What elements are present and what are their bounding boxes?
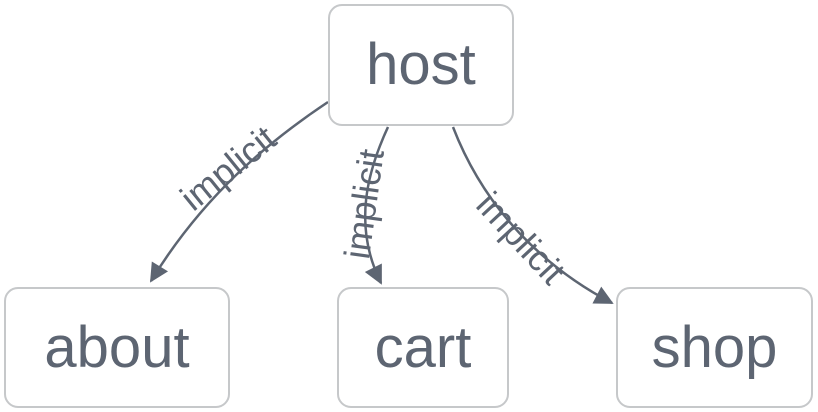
edge-host-shop bbox=[451, 126, 614, 305]
node-shop-label: shop bbox=[651, 314, 778, 380]
edge-label-host-cart: implicit bbox=[336, 147, 392, 262]
edge-label-host-about: implicit bbox=[172, 117, 283, 218]
node-shop: shop bbox=[616, 287, 813, 408]
node-host-label: host bbox=[366, 32, 476, 97]
edge-label-host-shop: implicit bbox=[468, 184, 573, 292]
node-cart-label: cart bbox=[374, 314, 472, 380]
edge-host-cart bbox=[364, 126, 390, 285]
node-host: host bbox=[328, 4, 514, 126]
node-cart: cart bbox=[337, 287, 509, 408]
edge-host-about bbox=[149, 100, 329, 283]
node-about: about bbox=[4, 287, 230, 408]
node-about-label: about bbox=[44, 314, 190, 380]
